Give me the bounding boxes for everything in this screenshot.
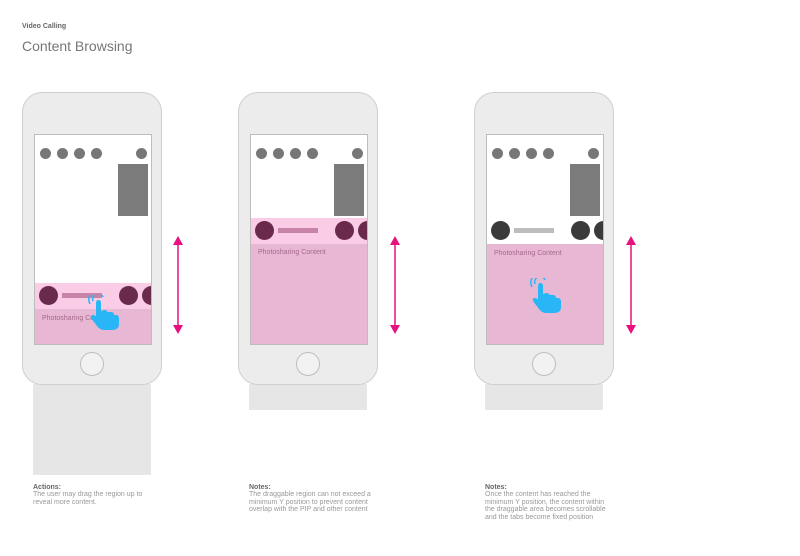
phone-screen: Photosharing Content bbox=[486, 134, 604, 345]
note-3: Notes: Once the content has reached the … bbox=[485, 484, 609, 521]
note-heading: Notes: bbox=[485, 484, 507, 491]
participant-dot-icon bbox=[352, 148, 363, 159]
avatar[interactable] bbox=[358, 221, 367, 240]
draggable-tab-strip[interactable] bbox=[35, 283, 151, 309]
double-arrow-icon bbox=[390, 236, 400, 334]
phone-screen: Photosharing Content bbox=[34, 134, 152, 345]
participant-dot-icon bbox=[91, 148, 102, 159]
participant-dot-icon bbox=[57, 148, 68, 159]
avatar[interactable] bbox=[491, 221, 510, 240]
participant-dot-icon bbox=[290, 148, 301, 159]
pip-video bbox=[334, 164, 364, 216]
double-arrow-icon bbox=[626, 236, 636, 334]
tab-indicator bbox=[62, 293, 102, 298]
participant-dot-icon bbox=[543, 148, 554, 159]
participant-dot-icon bbox=[509, 148, 520, 159]
note-heading: Notes: bbox=[249, 484, 271, 491]
participant-dot-icon bbox=[74, 148, 85, 159]
participant-dot-icon bbox=[526, 148, 537, 159]
participant-dot-icon bbox=[307, 148, 318, 159]
hand-cursor-icon bbox=[88, 295, 119, 330]
section-label: Video Calling bbox=[22, 23, 67, 30]
note-body: The draggable region can not exceed a mi… bbox=[249, 491, 371, 513]
avatar[interactable] bbox=[594, 221, 603, 240]
drag-extension-area bbox=[33, 384, 151, 475]
note-body: The user may drag the region up to revea… bbox=[33, 491, 143, 506]
photosharing-content[interactable]: Photosharing Content bbox=[251, 243, 367, 344]
note-1: Actions: The user may drag the region up… bbox=[33, 484, 157, 506]
note-heading: Actions: bbox=[33, 484, 61, 491]
content-label: Photosharing Content bbox=[494, 250, 562, 257]
avatar[interactable] bbox=[119, 286, 138, 305]
fixed-tab-strip[interactable] bbox=[487, 218, 603, 244]
drag-extension-area bbox=[249, 384, 367, 410]
pip-video bbox=[570, 164, 600, 216]
phone-mockup-1: Photosharing Content bbox=[22, 92, 162, 385]
participant-dot-icon bbox=[136, 148, 147, 159]
double-arrow-icon bbox=[173, 236, 183, 334]
participant-dot-icon bbox=[492, 148, 503, 159]
participant-dot-icon bbox=[588, 148, 599, 159]
avatar[interactable] bbox=[255, 221, 274, 240]
phone-screen: Photosharing Content bbox=[250, 134, 368, 345]
participant-dot-icon bbox=[40, 148, 51, 159]
draggable-tab-strip[interactable] bbox=[251, 218, 367, 244]
note-body: Once the content has reached the minimum… bbox=[485, 491, 606, 521]
participant-dot-icon bbox=[273, 148, 284, 159]
drag-extension-area bbox=[485, 384, 603, 410]
hand-cursor-icon bbox=[530, 278, 561, 313]
tab-indicator bbox=[514, 228, 554, 233]
pip-video bbox=[118, 164, 148, 216]
page-title: Content Browsing bbox=[22, 38, 133, 54]
avatar[interactable] bbox=[39, 286, 58, 305]
participant-dot-icon bbox=[256, 148, 267, 159]
content-label: Photosharing Content bbox=[42, 315, 110, 322]
content-label: Photosharing Content bbox=[258, 249, 326, 256]
home-button[interactable] bbox=[80, 352, 104, 376]
phone-mockup-3: Photosharing Content bbox=[474, 92, 614, 385]
phone-mockup-2: Photosharing Content bbox=[238, 92, 378, 385]
avatar[interactable] bbox=[571, 221, 590, 240]
home-button[interactable] bbox=[532, 352, 556, 376]
avatar[interactable] bbox=[142, 286, 151, 305]
photosharing-content[interactable]: Photosharing Content bbox=[35, 308, 151, 344]
avatar[interactable] bbox=[335, 221, 354, 240]
note-2: Notes: The draggable region can not exce… bbox=[249, 484, 373, 514]
home-button[interactable] bbox=[296, 352, 320, 376]
tab-indicator bbox=[278, 228, 318, 233]
